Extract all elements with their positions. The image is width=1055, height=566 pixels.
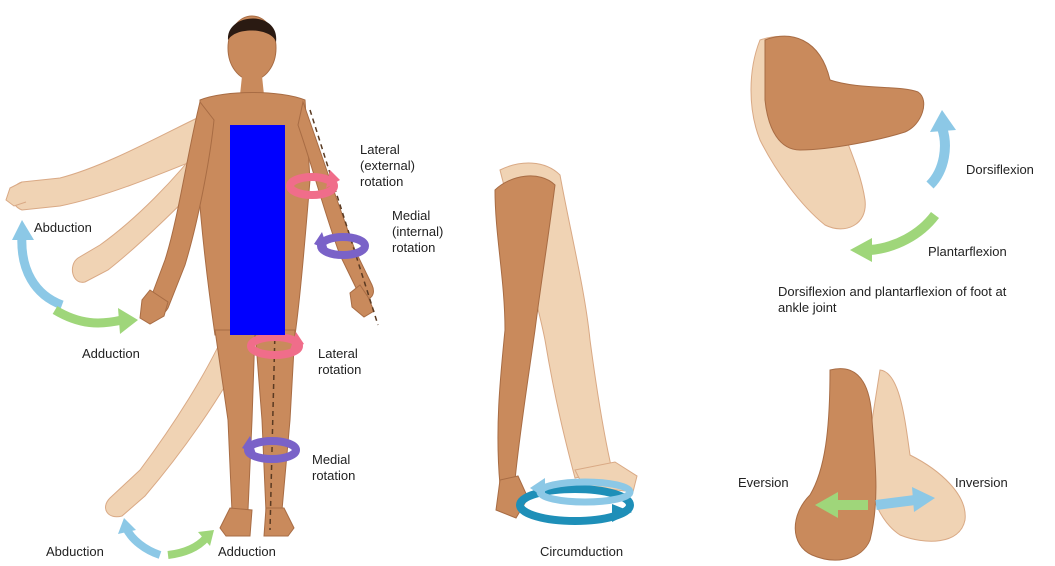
redaction-box — [230, 125, 285, 335]
label-plantarflexion: Plantarflexion — [928, 244, 1007, 260]
label-abduction-arm: Abduction — [34, 220, 92, 236]
circumduction-arrow — [520, 478, 632, 522]
label-medial-rotation-leg: Medial rotation — [312, 452, 372, 484]
circumduction-legs — [495, 163, 637, 518]
label-circumduction: Circumduction — [540, 544, 623, 560]
label-inversion: Inversion — [955, 475, 1008, 491]
label-ankle-caption: Dorsiflexion and plantarflexion of foot … — [778, 284, 1018, 316]
label-adduction-arm: Adduction — [82, 346, 140, 362]
label-lateral-external-rotation: Lateral (external) rotation — [360, 142, 426, 190]
leg-abduction-arrow — [118, 518, 160, 555]
label-abduction-leg: Abduction — [46, 544, 104, 560]
label-eversion: Eversion — [738, 475, 789, 491]
plantarflexion-arrow — [850, 215, 935, 262]
ankle-foot — [765, 36, 924, 150]
label-dorsiflexion: Dorsiflexion — [966, 162, 1034, 178]
leg-adduction-arrow — [168, 530, 214, 555]
label-medial-internal-rotation: Medial (internal) rotation — [392, 208, 452, 256]
label-lateral-rotation-leg: Lateral rotation — [318, 346, 378, 378]
eversion-inversion-feet — [795, 369, 965, 560]
arm-adduction-arrow — [55, 308, 138, 334]
dorsiflexion-arrow — [930, 110, 956, 185]
label-adduction-leg: Adduction — [218, 544, 276, 560]
